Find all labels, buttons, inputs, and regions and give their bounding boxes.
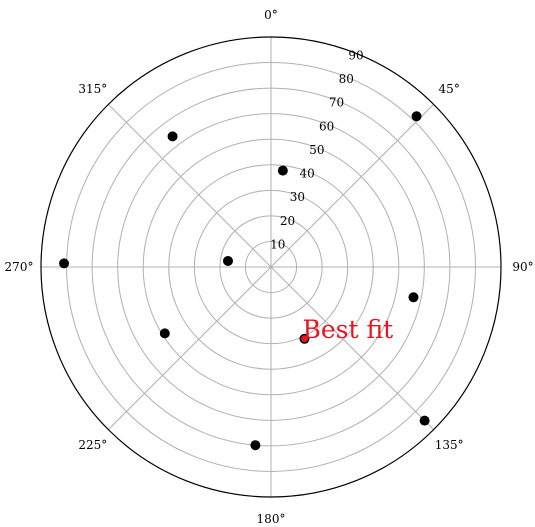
angle-tick-label: 270° xyxy=(5,260,34,274)
best-fit-marker xyxy=(300,335,308,343)
radial-tick-labels: 10 20 30 40 50 60 70 80 90 xyxy=(270,49,364,252)
angle-tick-label: 315° xyxy=(78,82,107,96)
data-point xyxy=(250,440,261,451)
polar-frame xyxy=(40,36,502,498)
angle-tick-label: 90° xyxy=(512,260,533,274)
angle-tick-label: 225° xyxy=(78,438,107,452)
data-points xyxy=(59,111,430,451)
angle-gridline xyxy=(108,266,272,430)
radial-tick-label: 60 xyxy=(319,119,334,133)
data-point xyxy=(59,258,70,269)
angle-tick-label: 180° xyxy=(257,512,286,526)
data-point xyxy=(159,328,170,339)
angle-tick-label: 0° xyxy=(264,8,278,22)
angle-gridline xyxy=(108,104,272,268)
data-point xyxy=(277,165,288,176)
annotation-layer: Best fit xyxy=(302,315,393,344)
radial-tick-label: 40 xyxy=(299,167,314,181)
radial-tick-label: 10 xyxy=(270,237,285,251)
best-fit-annotation: Best fit xyxy=(302,315,393,344)
radial-tick-label: 70 xyxy=(329,96,344,110)
angle-gridline xyxy=(270,266,434,430)
radial-tick-label: 30 xyxy=(290,190,305,204)
radial-tick-label: 80 xyxy=(339,72,354,86)
data-point xyxy=(411,111,422,122)
data-point xyxy=(408,292,419,303)
data-point xyxy=(222,255,233,266)
angle-tick-label: 45° xyxy=(439,82,460,96)
angle-gridline xyxy=(270,104,434,268)
angle-tick-labels: 0° 45° 90° 135° 180° 225° 270° 315° xyxy=(5,8,534,526)
data-point xyxy=(167,131,178,142)
angle-gridlines xyxy=(41,37,501,497)
radial-tick-label: 50 xyxy=(309,143,324,157)
data-point xyxy=(419,415,430,426)
radial-tick-label: 90 xyxy=(348,49,363,63)
angle-tick-label: 135° xyxy=(435,438,464,452)
radial-tick-label: 20 xyxy=(280,214,295,228)
